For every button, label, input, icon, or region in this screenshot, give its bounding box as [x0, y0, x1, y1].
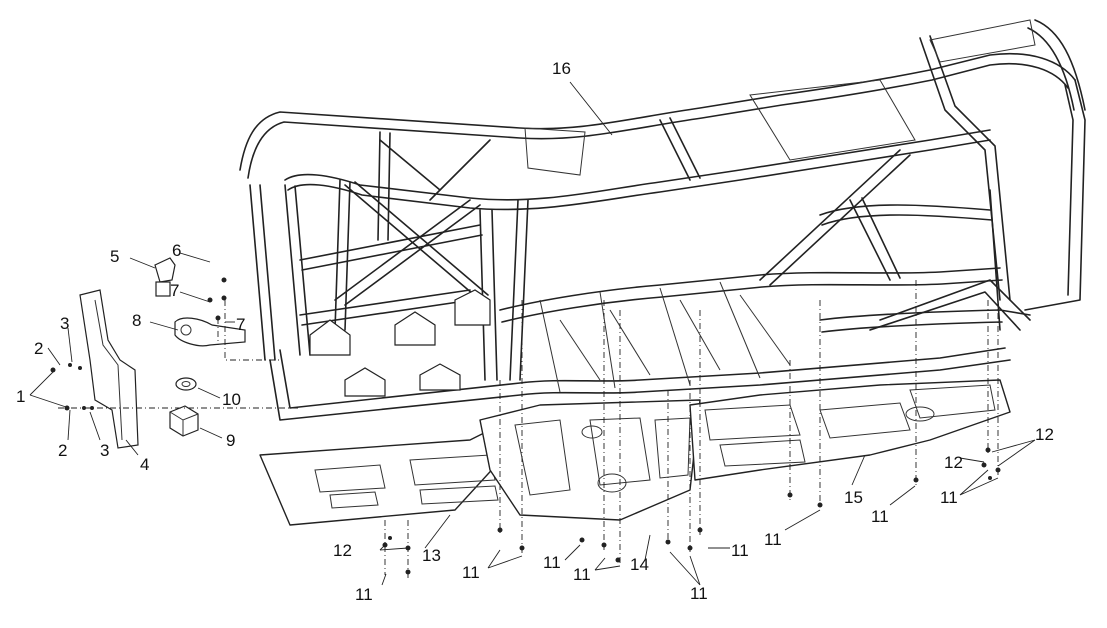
callout-11: 11 — [690, 584, 708, 603]
nut-9 — [169, 405, 199, 437]
callout-14: 14 — [630, 555, 649, 574]
callout-2: 2 — [58, 441, 67, 460]
callout-11: 11 — [764, 530, 782, 549]
callout-11: 11 — [731, 541, 749, 560]
callout-9: 9 — [226, 431, 235, 450]
callout-4: 4 — [140, 455, 149, 474]
callout-11: 11 — [871, 507, 889, 526]
assembly-lines — [58, 280, 999, 578]
callout-16: 16 — [552, 59, 571, 78]
cross-tubes — [249, 117, 1031, 381]
mount-brackets — [309, 289, 491, 397]
callout-3: 3 — [60, 314, 69, 333]
callout-12: 12 — [944, 453, 963, 472]
callout-11: 11 — [355, 585, 373, 604]
callout-15: 15 — [844, 488, 863, 507]
callout-10: 10 — [222, 390, 241, 409]
callout-7: 7 — [170, 281, 179, 300]
callout-7: 7 — [236, 315, 245, 334]
callout-11: 11 — [543, 553, 561, 572]
callout-6: 6 — [172, 241, 181, 260]
side-bracket-4 — [79, 289, 139, 449]
floor-rails — [269, 267, 1031, 421]
skid-plate-15 — [689, 379, 1011, 481]
callout-3: 3 — [100, 441, 109, 460]
callout-11: 11 — [573, 565, 591, 584]
callout-labels: 1 2 2 3 3 4 5 6 7 7 8 9 10 11 11 11 11 1… — [16, 59, 1054, 604]
bolt-5 — [154, 257, 176, 297]
callout-13: 13 — [422, 546, 441, 565]
washer-10 — [175, 377, 197, 391]
callout-8: 8 — [132, 311, 141, 330]
callout-12: 12 — [333, 541, 352, 560]
skid-plate-13 — [259, 414, 521, 526]
skid-plate-14 — [479, 399, 701, 521]
leader-lines — [29, 81, 1036, 586]
callout-11: 11 — [940, 488, 958, 507]
callout-5: 5 — [110, 247, 119, 266]
callout-2: 2 — [34, 339, 43, 358]
callout-1: 1 — [16, 387, 25, 406]
bracket-8 — [174, 317, 246, 347]
upper-frame — [239, 19, 1086, 311]
callout-11: 11 — [462, 563, 480, 582]
callout-12: 12 — [1035, 425, 1054, 444]
